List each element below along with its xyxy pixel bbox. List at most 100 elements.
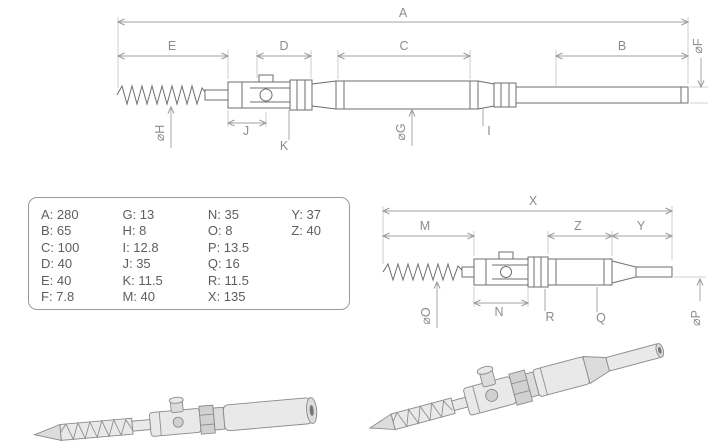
body-cylinder xyxy=(222,397,313,432)
dimension-entry-k: K: 11.5 xyxy=(122,272,163,288)
fork-collar-line xyxy=(158,411,162,436)
dim-label-z: Z xyxy=(574,219,582,233)
fork-slot-lines xyxy=(250,87,290,103)
dim-label-r: R xyxy=(545,310,554,324)
dim-label-g: ⌀G xyxy=(394,123,408,140)
dimension-entry-f: F: 7.8 xyxy=(41,289,75,305)
body-cylinder xyxy=(335,80,479,110)
dim-label-f: ⌀F xyxy=(691,38,705,54)
fork-slot-lines xyxy=(492,264,528,280)
nut-facets-left xyxy=(296,80,306,110)
nut-facets-right xyxy=(500,83,510,107)
dimension-entry-x: X: 135 xyxy=(207,289,246,305)
cone xyxy=(582,356,610,385)
screw-shank xyxy=(461,266,475,278)
screw-shank xyxy=(131,419,152,432)
clevis-pin-head xyxy=(476,365,494,375)
extension-lines-top xyxy=(117,17,689,88)
screw-tip xyxy=(368,413,396,431)
screw-shank xyxy=(204,89,229,101)
dimension-entry-c: C: 100 xyxy=(41,239,80,255)
pin-boss xyxy=(172,416,184,428)
dim-label-e: E xyxy=(168,39,176,53)
cone-right xyxy=(477,80,495,110)
nut-facet-lines xyxy=(511,379,530,395)
screw-thread xyxy=(382,262,463,282)
jam-nut-right xyxy=(493,82,517,108)
dim-label-n: N xyxy=(494,305,503,319)
dimension-entry-o: O: 8 xyxy=(207,223,233,239)
nut-facets xyxy=(533,257,542,287)
dimension-entry-b: B: 65 xyxy=(41,223,72,239)
dimension-table-column-4: Y: 37 Z: 40 xyxy=(291,207,349,309)
dim-label-j: J xyxy=(243,124,249,138)
dimension-table-column-2: G: 13 H: 8 I: 12.8 J: 35 K: 11.5 M: 40 xyxy=(122,207,207,309)
clevis-pin-hole xyxy=(500,266,512,278)
dimension-entry-n: N: 35 xyxy=(207,207,239,222)
render-right xyxy=(368,343,665,431)
thread-band xyxy=(59,417,134,441)
dimension-entry-a: A: 280 xyxy=(41,207,79,222)
swage-body xyxy=(547,258,613,286)
clevis-pin-head xyxy=(168,396,184,404)
dimension-entry-i: I: 12.8 xyxy=(122,239,159,255)
pin-boss xyxy=(485,388,499,402)
dim-label-y: Y xyxy=(637,219,646,233)
swage-body-line xyxy=(539,367,548,396)
body-end-hole xyxy=(309,405,314,416)
top-drawing-dimensions: A E D C B ⌀F ⌀H J K ⌀G I xyxy=(116,6,708,153)
dim-label-a: A xyxy=(399,6,408,20)
dimension-entry-e: E: 40 xyxy=(41,272,72,288)
dimension-entry-r: R: 11.5 xyxy=(207,272,249,288)
clevis-pin-head xyxy=(498,251,514,260)
dim-label-c: C xyxy=(399,39,408,53)
dimension-entry-p: P: 13.5 xyxy=(207,239,250,255)
cone xyxy=(611,260,637,284)
stud xyxy=(515,86,689,104)
dimension-table-column-1: A: 280 B: 65 C: 100 D: 40 E: 40 F: 7.8 xyxy=(41,207,122,309)
stud-end-hole xyxy=(657,346,662,354)
dim-label-o: ⌀O xyxy=(419,307,433,325)
swage-body-lines xyxy=(555,259,605,285)
dimension-entry-z: Z: 40 xyxy=(291,223,321,239)
fork-collar-line xyxy=(472,385,481,414)
screw-thread xyxy=(116,84,206,106)
dim-label-m: M xyxy=(420,219,430,233)
dimension-entry-g: G: 13 xyxy=(122,207,155,222)
dim-label-d: D xyxy=(279,39,288,53)
extension-lines-f xyxy=(690,86,708,104)
dimension-entry-d: D: 40 xyxy=(41,256,73,272)
top-drawing xyxy=(116,74,689,111)
side-drawing-dimensions: X M Z Y N R ⌀O Q ⌀P xyxy=(381,194,706,328)
dimension-entry-q: Q: 16 xyxy=(207,256,240,272)
swage-body xyxy=(532,356,590,397)
stud xyxy=(605,343,662,372)
fork-terminal xyxy=(227,81,291,109)
thread-zigzag xyxy=(392,400,453,428)
jam-nut-left xyxy=(289,79,313,111)
dim-label-x: X xyxy=(529,194,538,208)
dim-label-i: I xyxy=(487,124,490,138)
side-drawing xyxy=(382,251,673,288)
clevis-pin-hole xyxy=(259,88,273,102)
dimension-entry-h: H: 8 xyxy=(122,223,147,239)
dimension-entry-m: M: 40 xyxy=(122,289,155,305)
dimension-table-column-3: N: 35 O: 8 P: 13.5 Q: 16 R: 11.5 X: 135 xyxy=(208,207,291,309)
thread-zigzag xyxy=(60,418,134,441)
render-left xyxy=(33,396,318,441)
dimension-table: A: 280 B: 65 C: 100 D: 40 E: 40 F: 7.8 G… xyxy=(28,197,350,310)
screw-tip xyxy=(33,423,62,441)
cone-left xyxy=(311,80,337,110)
dimension-entry-j: J: 35 xyxy=(122,256,151,272)
clevis-pin-head xyxy=(258,74,274,83)
dimension-entry-y: Y: 37 xyxy=(291,207,321,222)
dim-label-p: ⌀P xyxy=(689,310,703,326)
extension-lines-n xyxy=(473,287,529,307)
dim-label-h: ⌀H xyxy=(153,125,167,142)
nut-facet-lines xyxy=(199,413,215,426)
stud xyxy=(635,266,673,278)
dim-label-b: B xyxy=(618,39,626,53)
jam-nut xyxy=(527,256,549,288)
